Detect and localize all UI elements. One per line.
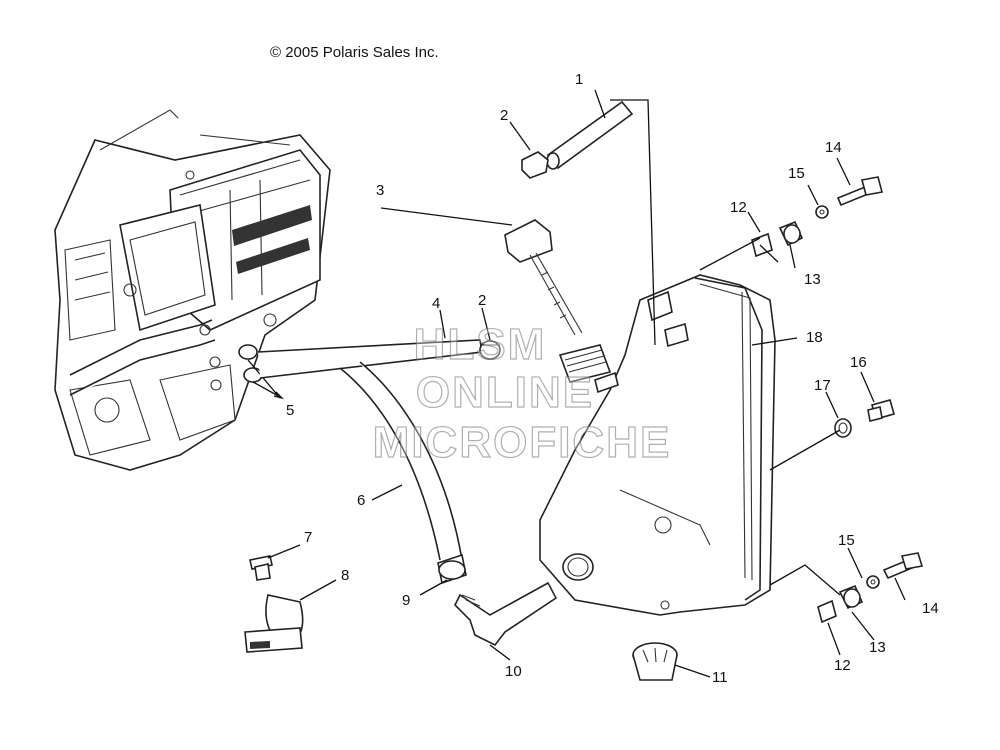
hose-clamp-part-9 [437,553,467,585]
callouts: 1 2 2 3 4 5 6 7 8 9 10 11 12 12 13 13 14… [286,71,939,686]
p-clamp-part-8 [244,594,304,653]
callout-3: 3 [376,182,384,199]
washer-part-17 [834,418,852,438]
callout-10: 10 [505,663,522,680]
callout-9: 9 [402,592,410,609]
grommet-part-11 [632,642,678,681]
cap-part-2a [521,151,549,179]
callout-13a: 13 [804,271,821,288]
callout-1: 1 [575,71,583,88]
callout-12b: 12 [834,657,851,674]
screw-part-7 [249,555,273,581]
callout-15a: 15 [788,165,805,182]
oil-tank-part-18 [539,274,776,616]
vent-tube-part-1 [546,100,634,170]
engine-hoses [69,319,216,396]
callout-12a: 12 [730,199,747,216]
callout-18: 18 [806,329,823,346]
callout-15b: 15 [838,532,855,549]
callout-14b: 14 [922,600,939,617]
return-hose-part-6 [339,361,463,561]
hose-clamp-part-2b [479,340,501,360]
watermark-line2: ONLINE [415,367,595,417]
callout-7: 7 [304,529,312,546]
hose-clamps-part-5 [238,344,285,400]
upper-mount-hardware [751,176,883,258]
washer-part-15b [866,575,880,589]
washer-part-15a [815,205,829,219]
callout-6: 6 [357,492,365,509]
callout-5: 5 [286,402,294,419]
watermark-line1: HLSM [413,319,547,369]
callout-8: 8 [341,567,349,584]
drain-plug-hardware [834,399,895,438]
callout-16: 16 [850,354,867,371]
callout-2a: 2 [500,107,508,124]
callout-4: 4 [432,295,440,312]
elbow-fitting-part-10 [454,581,558,647]
engine-assembly [54,109,331,471]
leader-lines [267,89,906,678]
callout-14a: 14 [825,139,842,156]
lower-mount-hardware [817,552,924,624]
callout-17: 17 [814,377,831,394]
callout-13b: 13 [869,639,886,656]
watermark-line3: MICROFICHE [372,417,672,467]
callout-11: 11 [712,669,728,686]
spacer-part-12b [817,599,837,624]
callout-2b: 2 [478,292,486,309]
dipstick-part-3 [504,219,583,336]
copyright-notice: © 2005 Polaris Sales Inc. [270,44,439,61]
